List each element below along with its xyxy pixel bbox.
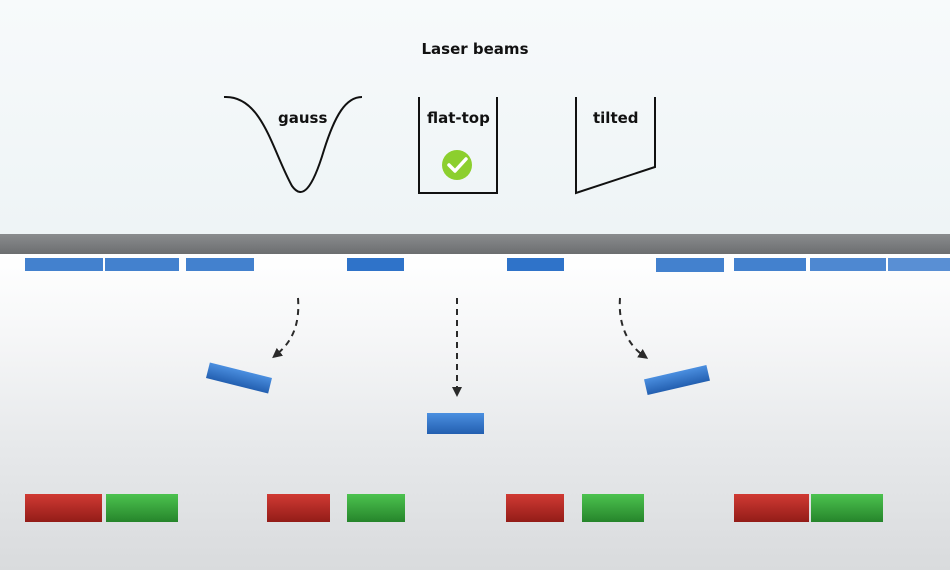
attached-chip xyxy=(507,258,564,271)
trajectory-arrow-gauss xyxy=(272,297,300,359)
beam-label-flat-top: flat-top xyxy=(427,109,490,127)
tilted-profile-icon xyxy=(575,97,656,195)
background-top xyxy=(0,0,950,235)
attached-chip xyxy=(105,258,179,271)
red-chip xyxy=(734,494,809,522)
trajectory-arrow-tilted xyxy=(618,297,649,359)
gaussian-curve-icon xyxy=(223,95,363,193)
checkmark-icon xyxy=(442,150,472,180)
flying-chip-gauss xyxy=(206,362,272,394)
attached-chip xyxy=(186,258,254,271)
attached-chip xyxy=(810,258,886,271)
carrier-plate xyxy=(0,234,950,254)
attached-chips xyxy=(25,258,950,272)
flat-top-profile-icon xyxy=(418,97,498,194)
beam-label-gauss: gauss xyxy=(278,109,328,127)
red-chip xyxy=(506,494,564,522)
target-chips xyxy=(25,494,883,522)
green-chip xyxy=(106,494,178,522)
attached-chip xyxy=(734,258,806,271)
attached-chip xyxy=(25,258,103,271)
attached-chip xyxy=(888,258,950,271)
attached-chip xyxy=(347,258,404,271)
attached-chip xyxy=(656,258,724,272)
green-chip xyxy=(347,494,405,522)
red-chip xyxy=(267,494,330,522)
flying-chip-flat-top xyxy=(427,413,484,434)
beam-label-tilted: tilted xyxy=(593,109,639,127)
flying-chip-tilted xyxy=(644,365,710,395)
red-chip xyxy=(25,494,102,522)
green-chip xyxy=(582,494,644,522)
page-title: Laser beams xyxy=(421,40,529,58)
green-chip xyxy=(811,494,883,522)
